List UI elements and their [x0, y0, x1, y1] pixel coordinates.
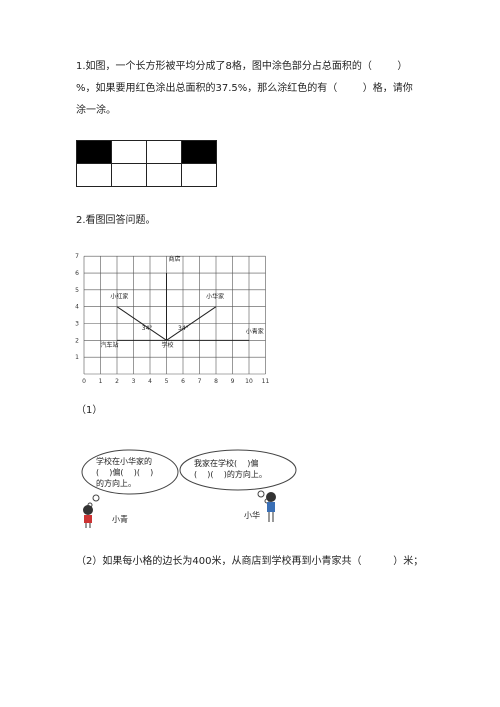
name-xiaoqing: 小青 [112, 515, 128, 524]
x-tick-label: 7 [198, 378, 202, 384]
x-tick-label: 1 [99, 378, 103, 384]
sub2-question: （2）如果每小格的边长为400米，从商店到学校再到小青家共（ ）米； [76, 556, 424, 567]
grid-cell[interactable] [182, 164, 217, 187]
grid-cell[interactable] [147, 164, 182, 187]
girl-icon [83, 505, 93, 528]
speech-bubbles [81, 449, 297, 528]
label-angle-left: 34° [142, 325, 153, 332]
bubble-left-text: 学校在小华家的 ( )偏( )( ) 的方向上。 [96, 457, 154, 488]
label-bus: 汽车站 [101, 341, 119, 349]
x-tick-label: 5 [165, 378, 169, 384]
sub1-label: （1） [76, 405, 103, 416]
label-store: 商店 [169, 255, 181, 263]
grid-cell[interactable] [77, 141, 112, 164]
route-school-xiaohong [116, 306, 167, 341]
rectangle-8-grid[interactable] [76, 140, 217, 187]
x-tick-label: 8 [214, 378, 218, 384]
label-xiaohong: 小红家 [110, 292, 128, 300]
grid-cell[interactable] [112, 141, 147, 164]
q1-line1: 1.如图，一个长方形被平均分成了8格，图中涂色部分占总面积的（ ） [76, 61, 408, 72]
x-tick-label: 2 [115, 378, 119, 384]
label-xiaoqing: 小青家 [246, 328, 264, 336]
y-tick-label: 2 [75, 337, 79, 344]
q1-line3: 涂一涂。 [76, 105, 116, 116]
label-school: 学校 [162, 341, 174, 349]
q2-title: 2.看图回答问题。 [76, 215, 156, 226]
y-tick-label: 4 [75, 304, 79, 311]
route-school-xiaohua [166, 306, 217, 341]
x-tick-label: 0 [82, 378, 86, 384]
x-tick-label: 3 [132, 378, 136, 384]
x-tick-label: 10 [245, 378, 253, 384]
label-xiaohua: 小华家 [206, 292, 224, 300]
y-tick-label: 6 [75, 270, 79, 277]
x-tick-label: 11 [262, 378, 270, 384]
y-tick-label: 3 [75, 321, 79, 328]
x-tick-label: 4 [148, 378, 152, 384]
grid-cell[interactable] [147, 141, 182, 164]
y-tick-label: 7 [75, 253, 79, 260]
q1-line2: %，如果要用红色涂出总面积的37.5%，那么涂红色的有（ ）格，请你 [76, 83, 413, 94]
boy-icon [266, 492, 276, 522]
grid-cell[interactable] [112, 164, 147, 187]
y-tick-label: 1 [75, 354, 79, 361]
label-angle-right: 34° [178, 325, 189, 332]
y-tick-label: 5 [75, 287, 79, 294]
grid-cell[interactable] [182, 141, 217, 164]
x-tick-label: 9 [231, 378, 235, 384]
bubble-right-text: 我家在学校( )偏 ( )( )的方向上。 [194, 459, 267, 479]
name-xiaohua: 小华 [244, 511, 260, 520]
grid-cell[interactable] [77, 164, 112, 187]
x-tick-label: 6 [181, 378, 185, 384]
